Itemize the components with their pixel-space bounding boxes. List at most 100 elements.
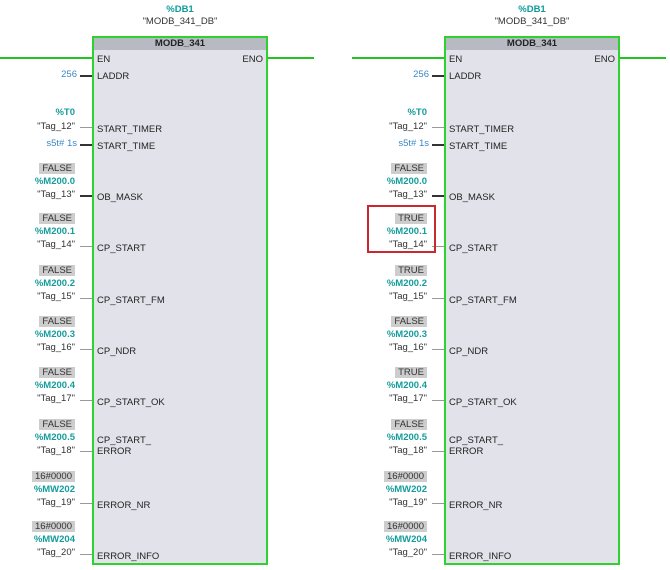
start-timer-address[interactable]: %T0 [407, 107, 427, 118]
power-rail-in [0, 57, 93, 59]
cp-start-fm-status: TRUE [395, 265, 427, 276]
cp-ndr-status: FALSE [39, 316, 75, 327]
pin-en: EN [449, 54, 463, 65]
error-info-address[interactable]: %MW204 [33, 534, 75, 545]
cp-start-error-tag[interactable]: "Tag_18" [389, 445, 427, 456]
cp-start-fm-tag[interactable]: "Tag_15" [389, 291, 427, 302]
cp-start-highlight-box [367, 205, 436, 253]
cp-start-ok-status: TRUE [395, 367, 427, 378]
ob-mask-tag[interactable]: "Tag_13" [37, 189, 75, 200]
error-info-tag[interactable]: "Tag_20" [389, 547, 427, 558]
start-timer-wire [80, 127, 92, 128]
laddr-value[interactable]: 256 [413, 69, 429, 80]
cp-ndr-wire [432, 349, 444, 350]
pin-start-time: START_TIME [97, 141, 156, 152]
cp-start-error-status: FALSE [391, 419, 427, 430]
cp-start-ok-address[interactable]: %M200.4 [34, 380, 75, 391]
start-timer-address[interactable]: %T0 [55, 107, 75, 118]
cp-ndr-tag[interactable]: "Tag_16" [37, 342, 75, 353]
start-timer-wire [432, 127, 444, 128]
ob-mask-tag[interactable]: "Tag_13" [389, 189, 427, 200]
cp-start-ok-tag[interactable]: "Tag_17" [37, 393, 75, 404]
fb-box[interactable]: MODB_341 EN ENO LADDR START_TIMER START_… [92, 36, 268, 565]
error-info-address[interactable]: %MW204 [385, 534, 427, 545]
error-nr-wire [80, 503, 92, 504]
pin-cp-start: CP_START [97, 243, 146, 254]
cp-start-ok-wire [80, 400, 92, 401]
pin-cp-ndr: CP_NDR [449, 346, 489, 357]
cp-start-fm-address[interactable]: %M200.2 [34, 278, 75, 289]
pin-cp-start-fm: CP_START_FM [449, 295, 517, 306]
pin-start-timer: START_TIMER [97, 124, 163, 135]
ob-mask-status: FALSE [39, 163, 75, 174]
error-nr-tag[interactable]: "Tag_19" [389, 497, 427, 508]
cp-start-address[interactable]: %M200.1 [386, 226, 427, 237]
function-block-left: %DB1 "MODB_341_DB" MODB_341 EN ENO LADDR… [0, 4, 314, 565]
error-info-status: 16#0000 [32, 521, 75, 532]
pin-en: EN [97, 54, 111, 65]
start-timer-tag[interactable]: "Tag_12" [37, 121, 75, 132]
db-address: %DB1 [166, 4, 194, 15]
error-nr-status: 16#0000 [32, 471, 75, 482]
laddr-value[interactable]: 256 [61, 69, 77, 80]
pin-cp-start-ok: CP_START_OK [97, 397, 165, 408]
db-name[interactable]: "MODB_341_DB" [494, 16, 570, 27]
start-time-value[interactable]: s5t# 1s [398, 138, 429, 149]
cp-ndr-tag[interactable]: "Tag_16" [389, 342, 427, 353]
fb-title: MODB_341 [94, 38, 266, 50]
error-info-wire [80, 554, 92, 555]
power-rail-out [618, 57, 666, 59]
cp-start-wire [432, 246, 444, 247]
error-nr-address[interactable]: %MW202 [385, 484, 427, 495]
cp-ndr-status: FALSE [391, 316, 427, 327]
pin-ob-mask: OB_MASK [97, 192, 143, 203]
cp-start-error-wire [432, 451, 444, 452]
ob-mask-address[interactable]: %M200.0 [34, 176, 75, 187]
error-info-tag[interactable]: "Tag_20" [37, 547, 75, 558]
error-nr-wire [432, 503, 444, 504]
cp-start-fm-tag[interactable]: "Tag_15" [37, 291, 75, 302]
error-nr-status: 16#0000 [384, 471, 427, 482]
pin-start-timer: START_TIMER [449, 124, 515, 135]
pin-cp-start-error: CP_START_ ERROR [449, 435, 504, 457]
start-time-value[interactable]: s5t# 1s [46, 138, 77, 149]
pin-error-info: ERROR_INFO [97, 551, 160, 562]
db-address: %DB1 [518, 4, 546, 15]
cp-start-ok-wire [432, 400, 444, 401]
pin-eno: ENO [242, 54, 263, 65]
cp-start-error-status: FALSE [39, 419, 75, 430]
pin-cp-ndr: CP_NDR [97, 346, 137, 357]
pin-error-nr: ERROR_NR [97, 500, 151, 511]
cp-start-address[interactable]: %M200.1 [34, 226, 75, 237]
function-block-right: %DB1 "MODB_341_DB" MODB_341 EN ENO LADDR… [352, 0, 670, 570]
error-info-status: 16#0000 [384, 521, 427, 532]
ob-mask-wire [432, 195, 444, 197]
start-timer-tag[interactable]: "Tag_12" [389, 121, 427, 132]
cp-start-status: TRUE [395, 213, 427, 224]
pin-eno: ENO [594, 54, 615, 65]
pin-error-nr: ERROR_NR [449, 500, 503, 511]
error-nr-tag[interactable]: "Tag_19" [37, 497, 75, 508]
error-nr-address[interactable]: %MW202 [33, 484, 75, 495]
cp-ndr-address[interactable]: %M200.3 [34, 329, 75, 340]
pin-error-info: ERROR_INFO [449, 551, 512, 562]
cp-ndr-address[interactable]: %M200.3 [386, 329, 427, 340]
fb-box[interactable]: MODB_341 EN ENO LADDR START_TIMER START_… [444, 36, 620, 565]
cp-start-error-address[interactable]: %M200.5 [386, 432, 427, 443]
cp-start-error-address[interactable]: %M200.5 [34, 432, 75, 443]
ob-mask-status: FALSE [391, 163, 427, 174]
cp-start-fm-wire [432, 298, 444, 299]
cp-start-ok-tag[interactable]: "Tag_17" [389, 393, 427, 404]
cp-start-error-tag[interactable]: "Tag_18" [37, 445, 75, 456]
cp-start-fm-address[interactable]: %M200.2 [386, 278, 427, 289]
ob-mask-address[interactable]: %M200.0 [386, 176, 427, 187]
start-time-wire [80, 144, 92, 146]
cp-start-ok-address[interactable]: %M200.4 [386, 380, 427, 391]
cp-start-tag[interactable]: "Tag_14" [37, 239, 75, 250]
db-name[interactable]: "MODB_341_DB" [142, 16, 218, 27]
cp-start-tag[interactable]: "Tag_14" [389, 239, 427, 250]
cp-start-status: FALSE [39, 213, 75, 224]
cp-start-wire [80, 246, 92, 247]
pin-laddr: LADDR [449, 71, 482, 82]
ob-mask-wire [80, 195, 92, 197]
